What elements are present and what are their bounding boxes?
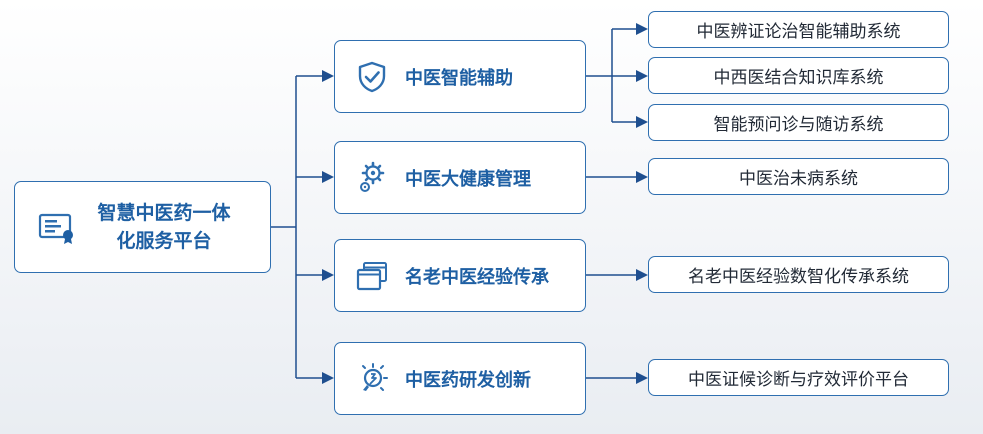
root-title: 智慧中医药一体 化服务平台 [89, 199, 239, 255]
branch-node-health-management: 中医大健康管理 [334, 141, 586, 214]
leaf-label: 中医治未病系统 [739, 169, 858, 189]
leaf-node: 中医治未病系统 [648, 158, 949, 195]
leaf-node: 名老中医经验数智化传承系统 [648, 256, 949, 293]
branch-label: 名老中医经验传承 [405, 266, 549, 288]
windows-icon [355, 259, 389, 293]
root-node: 智慧中医药一体 化服务平台 [14, 181, 271, 273]
root-title-line-2: 化服务平台 [116, 230, 212, 252]
branch-node-experience-inheritance: 名老中医经验传承 [334, 239, 586, 312]
leaf-label: 名老中医经验数智化传承系统 [688, 267, 909, 287]
branch-label: 中医药研发创新 [405, 369, 531, 391]
leaf-node: 中医证候诊断与疗效评价平台 [648, 359, 949, 396]
branch-label: 中医智能辅助 [405, 67, 513, 89]
lightbulb-icon [355, 362, 389, 396]
leaf-label: 中西医结合知识库系统 [713, 68, 884, 88]
leaf-label: 智能预问诊与随访系统 [713, 115, 884, 135]
branch-node-rd-innovation: 中医药研发创新 [334, 342, 586, 415]
gears-icon [355, 161, 389, 195]
branch-label: 中医大健康管理 [405, 168, 531, 190]
shield-check-icon [355, 60, 389, 94]
branch-node-intelligent-assist: 中医智能辅助 [334, 40, 586, 113]
leaf-node: 中医辨证论治智能辅助系统 [648, 11, 949, 48]
leaf-node: 智能预问诊与随访系统 [648, 104, 949, 141]
leaf-label: 中医辨证论治智能辅助系统 [696, 22, 901, 42]
leaf-node: 中西医结合知识库系统 [648, 57, 949, 94]
leaf-label: 中医证候诊断与疗效评价平台 [688, 370, 909, 390]
certificate-icon [37, 207, 77, 247]
root-title-line-1: 智慧中医药一体 [97, 202, 231, 224]
